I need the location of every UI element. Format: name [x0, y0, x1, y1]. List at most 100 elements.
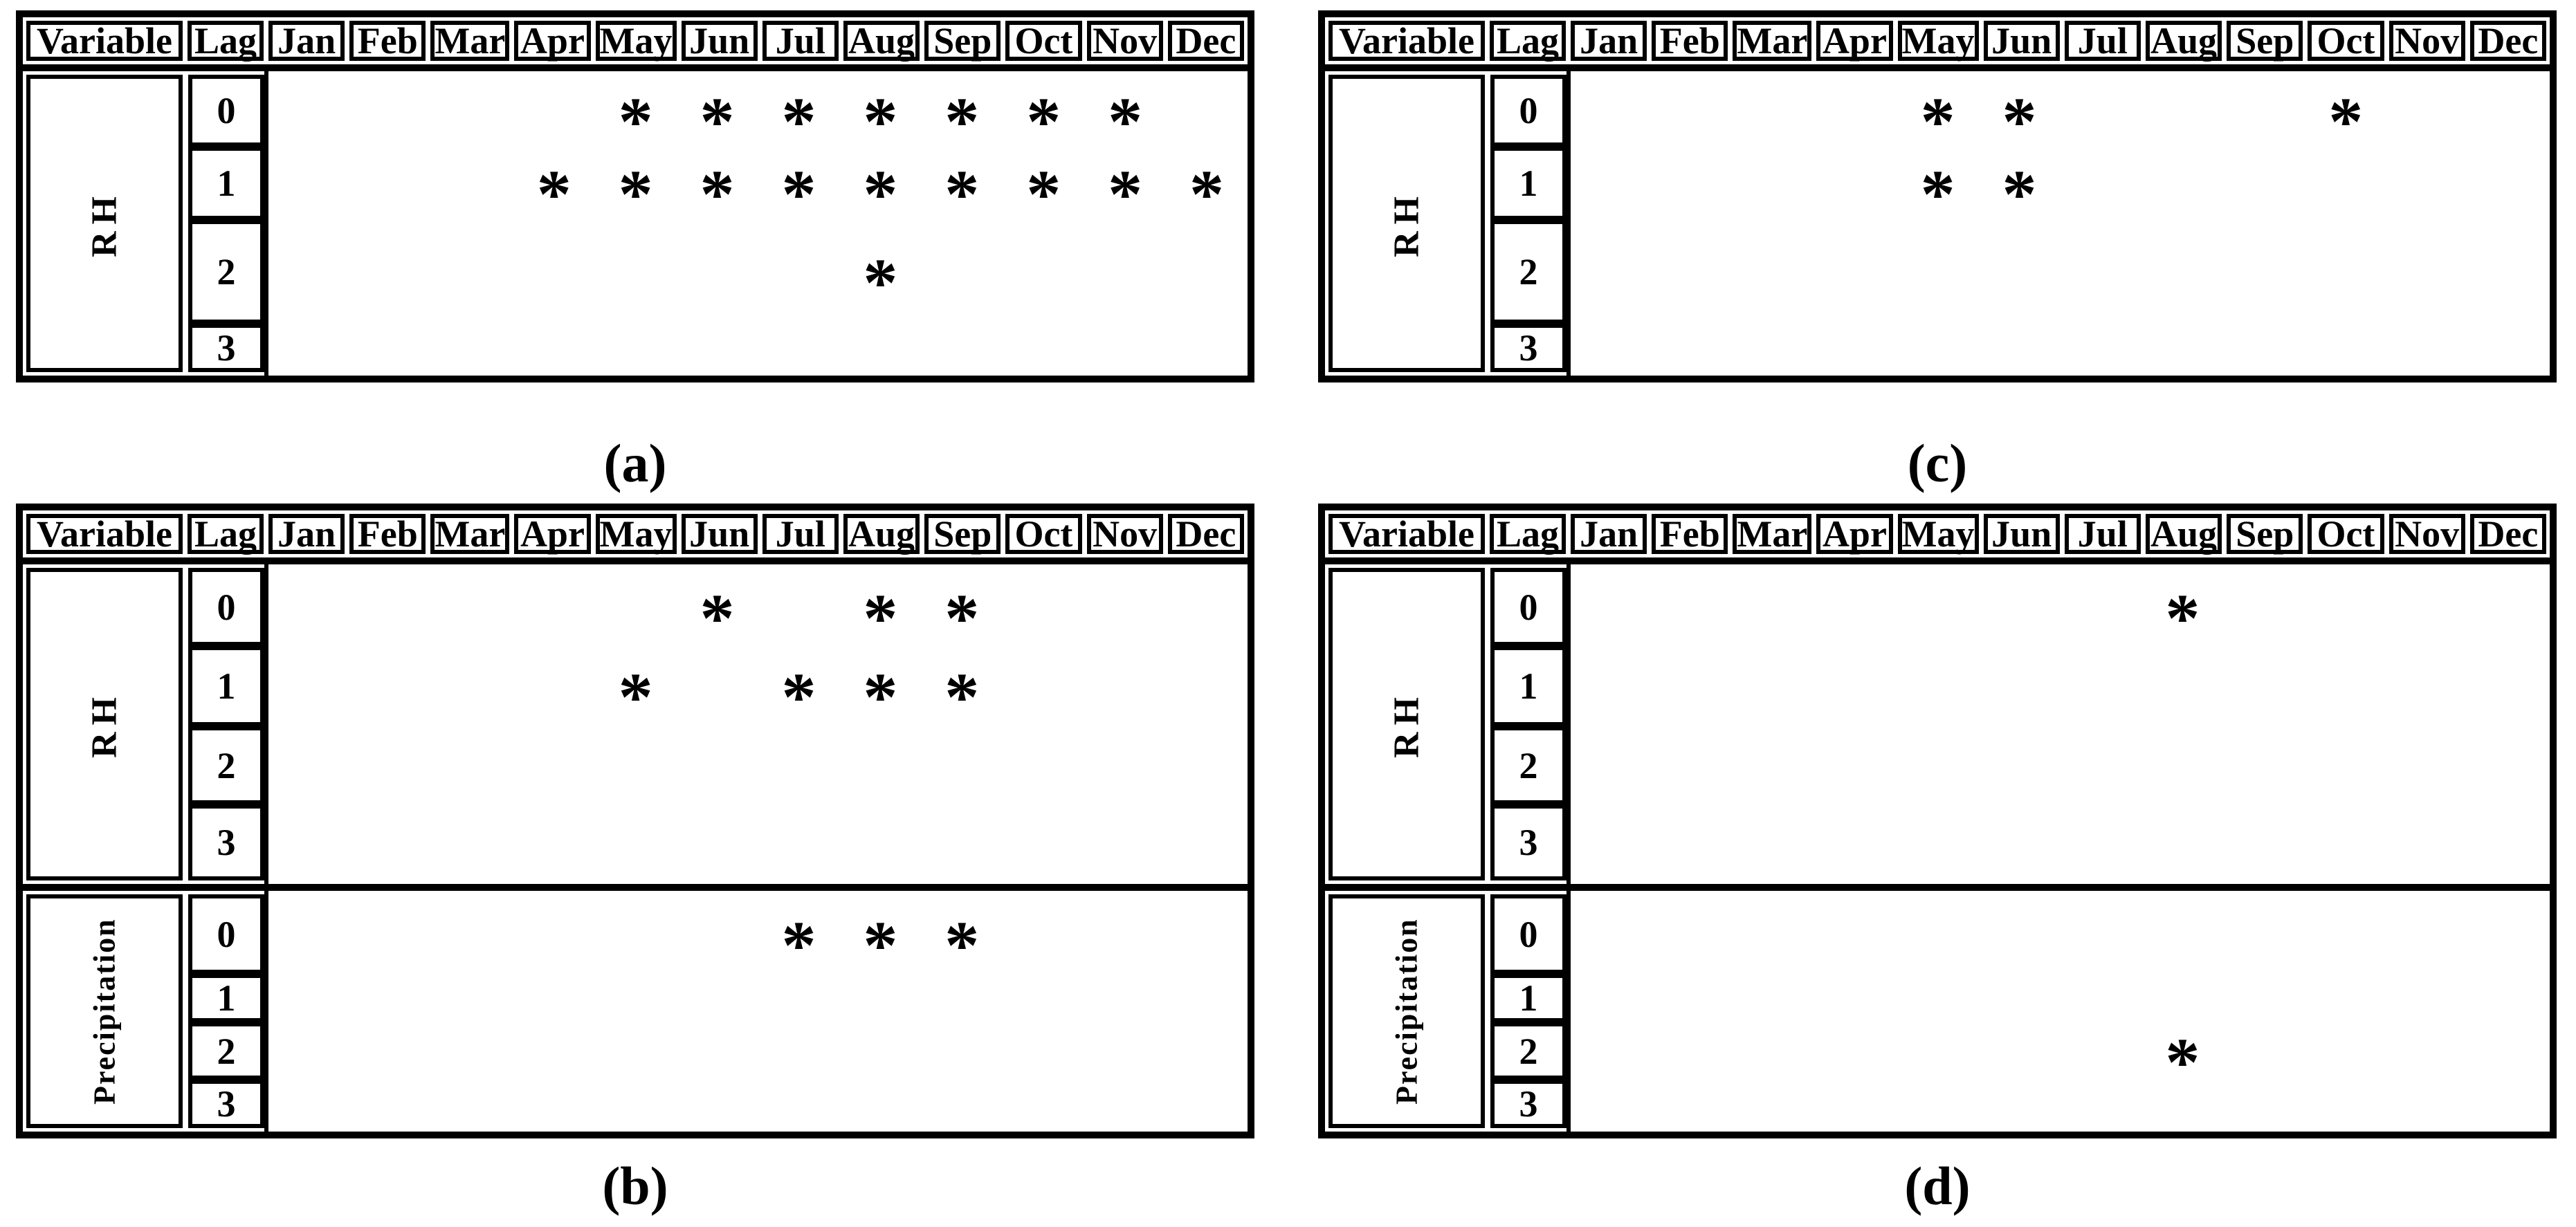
- significance-asterisk: *: [1026, 156, 1061, 232]
- significance-asterisk: *: [1108, 83, 1143, 160]
- lag-cell-2: 2: [188, 726, 264, 804]
- significance-asterisk: *: [863, 83, 898, 160]
- header-cell-month-apr: Apr: [514, 20, 591, 62]
- significance-asterisk: *: [2002, 83, 2037, 160]
- significance-asterisk: *: [944, 579, 980, 656]
- significance-asterisk: *: [2165, 579, 2200, 656]
- header-cell-month-jul: Jul: [2064, 513, 2141, 555]
- significance-asterisk: *: [2165, 1023, 2200, 1100]
- lag-cell-2: 2: [188, 220, 264, 324]
- lag-cell-3: 3: [188, 1080, 264, 1128]
- header-cell-month-dec: Dec: [2469, 20, 2546, 62]
- header-cell-lag: Lag: [1490, 20, 1566, 62]
- header-cell-month-aug: Aug: [843, 513, 920, 555]
- significance-asterisk: *: [863, 579, 898, 656]
- months-grid-precipitation: *: [1566, 891, 2550, 1132]
- header-cell-month-may: May: [1897, 20, 1979, 62]
- header-cell-month-sep: Sep: [924, 513, 1001, 555]
- significance-asterisk: *: [781, 658, 816, 735]
- header-cell-month-nov: Nov: [1086, 513, 1163, 555]
- lag-cell-0: 0: [188, 75, 264, 147]
- months-grid-rh: *****************: [264, 71, 1248, 376]
- header-cell-month-nov: Nov: [1086, 20, 1163, 62]
- header-cell-month-dec: Dec: [2469, 513, 2546, 555]
- significance-asterisk: *: [863, 658, 898, 735]
- variable-cell-rh: RH: [26, 568, 183, 880]
- lag-cell-3: 3: [1490, 804, 1566, 880]
- panel-caption-d: (d): [1904, 1156, 1971, 1216]
- significance-asterisk: *: [1189, 156, 1225, 232]
- significance-asterisk: *: [1920, 156, 1955, 232]
- header-cell-month-sep: Sep: [2227, 513, 2303, 555]
- significance-asterisk: *: [2328, 83, 2364, 160]
- header-cell-month-jan: Jan: [1571, 20, 1647, 62]
- lag-cell-2: 2: [1490, 1022, 1566, 1080]
- significance-asterisk: *: [944, 156, 980, 232]
- lag-cell-0: 0: [1490, 568, 1566, 646]
- lag-cell-0: 0: [1490, 75, 1566, 147]
- significance-asterisk: *: [700, 579, 735, 656]
- header-cell-month-nov: Nov: [2388, 513, 2465, 555]
- lag-cell-0: 0: [188, 894, 264, 974]
- significance-asterisk: *: [781, 906, 816, 984]
- lag-cell-0: 0: [1490, 894, 1566, 974]
- header-cell-lag: Lag: [1490, 513, 1566, 555]
- header-cell-month-sep: Sep: [2227, 20, 2303, 62]
- panel-caption-a: (a): [603, 433, 667, 493]
- header-cell-month-mar: Mar: [430, 20, 510, 62]
- lag-cell-3: 3: [188, 804, 264, 880]
- header-cell-month-aug: Aug: [2145, 20, 2222, 62]
- lag-cell-1: 1: [188, 974, 264, 1022]
- significance-asterisk: *: [944, 906, 980, 984]
- months-grid-rh: *******: [264, 564, 1248, 884]
- lag-cell-0: 0: [188, 568, 264, 646]
- header-cell-month-oct: Oct: [2308, 513, 2384, 555]
- header-cell-month-dec: Dec: [1167, 513, 1244, 555]
- significance-asterisk: *: [944, 83, 980, 160]
- significance-asterisk: *: [618, 83, 653, 160]
- significance-asterisk: *: [1026, 83, 1061, 160]
- lag-cell-2: 2: [188, 1022, 264, 1080]
- lag-cell-3: 3: [188, 324, 264, 372]
- significance-asterisk: *: [700, 156, 735, 232]
- header-cell-month-jan: Jan: [268, 20, 345, 62]
- header-cell-month-feb: Feb: [1652, 513, 1728, 555]
- header-cell-variable: Variable: [26, 513, 183, 555]
- header-cell-month-oct: Oct: [2308, 20, 2384, 62]
- lag-cell-1: 1: [1490, 646, 1566, 726]
- header-cell-month-apr: Apr: [514, 513, 591, 555]
- header-cell-month-jun: Jun: [681, 513, 758, 555]
- header-cell-month-jul: Jul: [762, 20, 839, 62]
- header-cell-month-aug: Aug: [2145, 513, 2222, 555]
- header-cell-variable: Variable: [26, 20, 183, 62]
- header-cell-month-dec: Dec: [1167, 20, 1244, 62]
- header-cell-month-feb: Feb: [349, 20, 426, 62]
- header-cell-month-jun: Jun: [1983, 20, 2060, 62]
- header-cell-month-nov: Nov: [2388, 20, 2465, 62]
- significance-asterisk: *: [618, 658, 653, 735]
- header-cell-month-apr: Apr: [1816, 20, 1893, 62]
- significance-asterisk: *: [781, 83, 816, 160]
- variable-cell-rh: RH: [1328, 568, 1485, 880]
- header-cell-month-may: May: [1897, 513, 1979, 555]
- significance-asterisk: *: [863, 156, 898, 232]
- lag-cell-1: 1: [188, 147, 264, 220]
